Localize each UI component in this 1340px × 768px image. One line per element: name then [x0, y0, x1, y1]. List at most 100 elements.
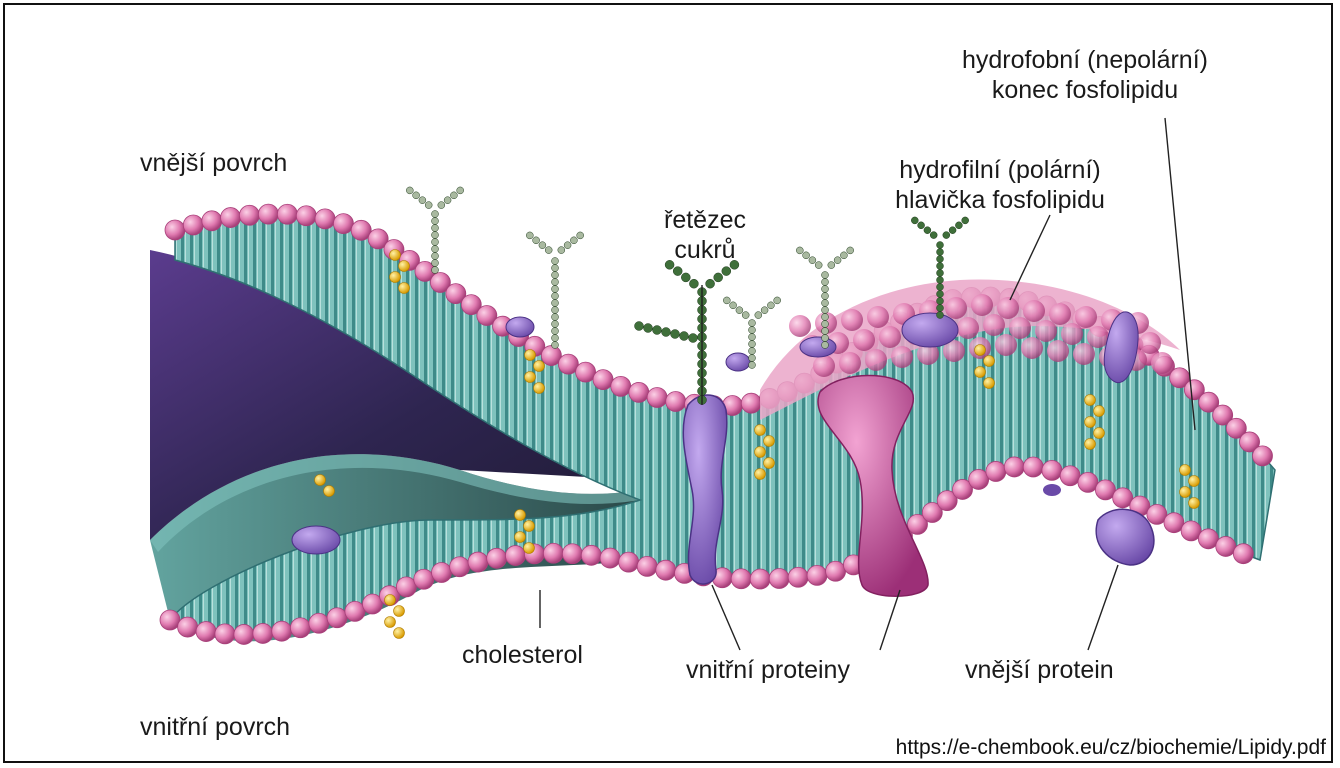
- cholesterol-bead: [1180, 465, 1191, 476]
- phospholipid-head: [178, 617, 198, 637]
- sugar-bead: [943, 232, 950, 239]
- phospholipid-head: [997, 297, 1019, 319]
- sugar-bead: [749, 362, 756, 369]
- cholesterol-bead: [515, 532, 526, 543]
- sugar-bead: [937, 256, 944, 263]
- sugar-bead: [937, 312, 944, 319]
- sugar-bead: [822, 307, 829, 314]
- phospholipid-head: [750, 569, 770, 589]
- sugar-bead: [955, 222, 962, 229]
- phospholipid-head: [253, 623, 273, 643]
- cholesterol-bead: [524, 521, 535, 532]
- phospholipid-head: [666, 391, 686, 411]
- sugar-bead: [545, 247, 552, 254]
- cholesterol-bead: [1085, 417, 1096, 428]
- sugar-bead: [432, 253, 439, 260]
- sugar-bead: [552, 279, 559, 286]
- phospholipid-head: [1047, 340, 1069, 362]
- label-hydrophobic: hydrofobní (nepolární) konec fosfolipidu: [920, 45, 1250, 105]
- sugar-bead: [749, 355, 756, 362]
- phospholipid-head: [258, 204, 278, 224]
- phospholipid-head: [807, 565, 827, 585]
- sugar-bead: [723, 297, 730, 304]
- sugar-bead: [673, 267, 682, 276]
- sugar-bead: [635, 322, 644, 331]
- phospholipid-head: [656, 560, 676, 580]
- cholesterol-bead: [399, 283, 410, 294]
- phospholipid-head: [165, 220, 185, 240]
- sugar-bead: [432, 225, 439, 232]
- sugar-bead: [444, 197, 451, 204]
- sugar-bead: [406, 187, 413, 194]
- cholesterol-bead: [525, 372, 536, 383]
- sugar-bead: [937, 249, 944, 256]
- phospholipid-head: [160, 610, 180, 630]
- sugar-bead: [774, 297, 781, 304]
- label-cholesterol: cholesterol: [462, 640, 583, 670]
- label-hydrophilic-line2: hlavička fosfolipidu: [835, 185, 1165, 215]
- cholesterol-bead: [984, 356, 995, 367]
- cholesterol-bead: [534, 383, 545, 394]
- phospholipid-head: [202, 211, 222, 231]
- phospholipid-head: [619, 552, 639, 572]
- cholesterol-bead: [975, 345, 986, 356]
- sugar-bead: [937, 305, 944, 312]
- sugar-bead: [457, 187, 464, 194]
- sugar-bead: [962, 217, 969, 224]
- phospholipid-head: [1060, 466, 1080, 486]
- sugar-bead: [937, 242, 944, 249]
- sugar-bead: [689, 279, 698, 288]
- sugar-bead: [432, 267, 439, 274]
- sugar-bead: [742, 312, 749, 319]
- label-sugar-chain: řetězec cukrů: [620, 205, 790, 265]
- sugar-bead: [822, 272, 829, 279]
- sugar-bead: [413, 192, 420, 199]
- cholesterol-bead: [984, 378, 995, 389]
- cholesterol-bead: [764, 458, 775, 469]
- cholesterol-bead: [1180, 487, 1191, 498]
- phospholipid-head: [629, 382, 649, 402]
- cholesterol-bead: [385, 617, 396, 628]
- phospholipid-head: [593, 370, 613, 390]
- sugar-bead: [822, 335, 829, 342]
- sugar-bead: [736, 307, 743, 314]
- phospholipid-head: [333, 214, 353, 234]
- cholesterol-bead: [1085, 439, 1096, 450]
- phospholipid-head: [315, 209, 335, 229]
- phospholipid-head: [562, 544, 582, 564]
- sugar-bead: [552, 258, 559, 265]
- sugar-bead: [730, 302, 737, 309]
- sugar-bead: [822, 279, 829, 286]
- phospholipid-head: [1151, 352, 1173, 374]
- phospholipid-head: [865, 349, 887, 371]
- peripheral-protein: [1096, 509, 1154, 565]
- cholesterol-bead: [755, 447, 766, 458]
- phospholipid-head: [769, 569, 789, 589]
- cholesterol-bead: [1094, 406, 1105, 417]
- phospholipid-head: [891, 346, 913, 368]
- phospholipid-head: [183, 215, 203, 235]
- sugar-bead: [822, 293, 829, 300]
- phospholipid-head: [543, 543, 563, 563]
- sugar-bead: [822, 342, 829, 349]
- sugar-bead: [937, 284, 944, 291]
- sugar-bead: [706, 279, 715, 288]
- phospholipid-head: [813, 355, 835, 377]
- sugar-bead: [552, 307, 559, 314]
- phospholipid-head: [971, 294, 993, 316]
- sugar-bead: [937, 277, 944, 284]
- sugar-bead: [815, 262, 822, 269]
- phospholipid-head: [1252, 446, 1272, 466]
- sugar-bead: [767, 302, 774, 309]
- sugar-bead: [937, 270, 944, 277]
- phospholipid-head: [983, 314, 1005, 336]
- sugar-bead: [680, 332, 689, 341]
- cholesterol-bead: [324, 486, 335, 497]
- sugar-bead: [450, 192, 457, 199]
- sugar-bead: [749, 334, 756, 341]
- sugar-bead: [539, 242, 546, 249]
- sugar-bead: [749, 341, 756, 348]
- cholesterol-bead: [394, 628, 405, 639]
- phospholipid-head: [853, 329, 875, 351]
